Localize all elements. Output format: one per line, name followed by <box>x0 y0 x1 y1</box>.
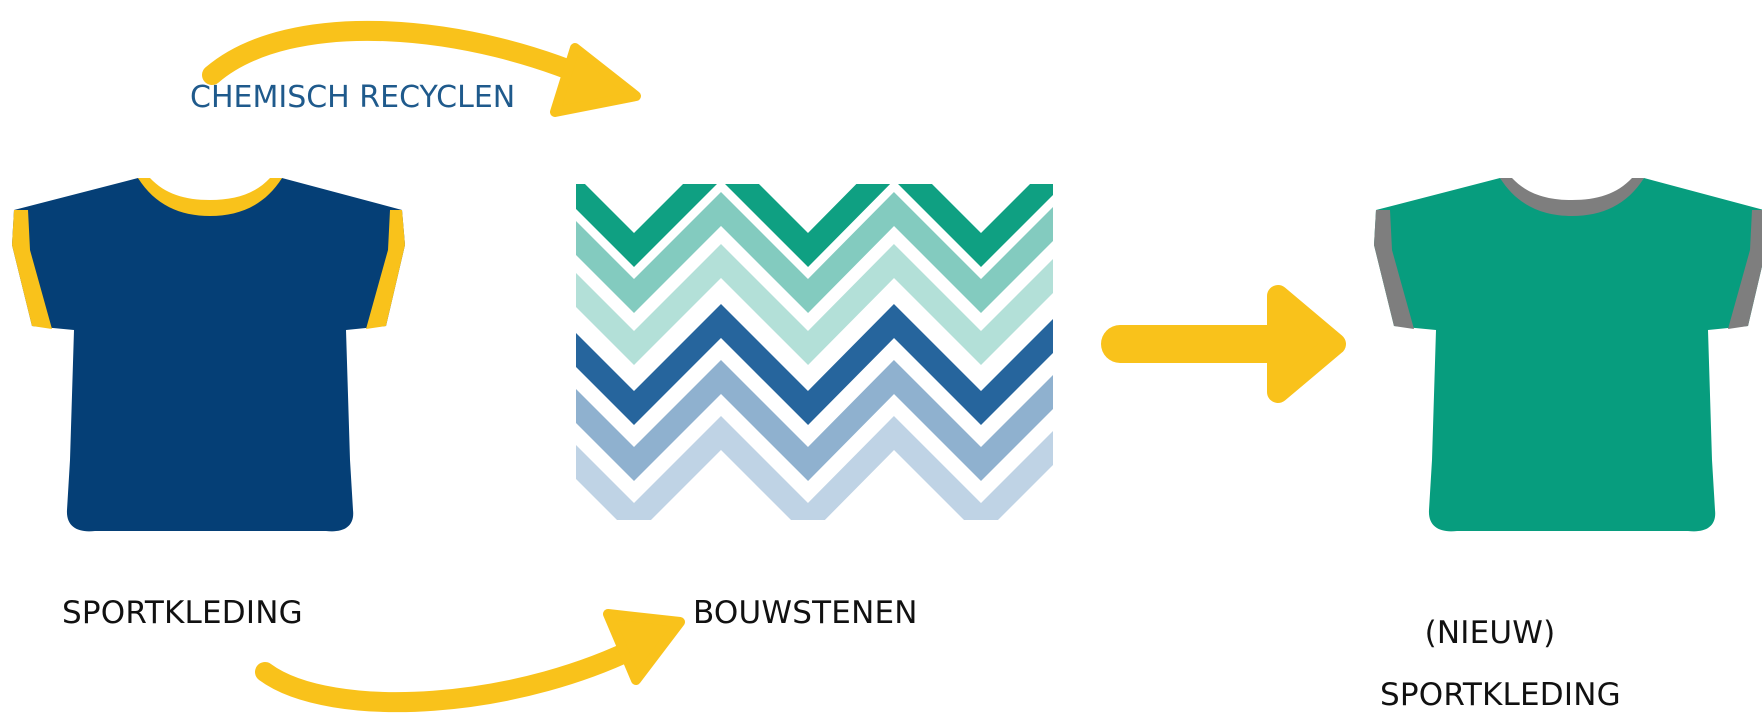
stage-label-sportswear: SPORTKLEDING <box>62 595 303 631</box>
straight-arrow <box>1101 285 1346 403</box>
bottom-curved-arrow <box>255 609 685 713</box>
stage-label-building-blocks: BOUWSTENEN <box>693 595 918 631</box>
process-label-chemical-recycling: CHEMISCH RECYCLEN <box>190 80 516 115</box>
stage-label-new-sportswear: (NIEUW) SPORTKLEDING <box>1380 602 1621 726</box>
chevron-pattern-icon <box>576 184 1053 520</box>
stage-label-new-line2: SPORTKLEDING <box>1380 677 1621 713</box>
tshirt-navy-icon <box>12 178 405 532</box>
top-curved-arrow <box>202 20 641 117</box>
stage-label-new-line1: (NIEUW) <box>1424 615 1556 651</box>
tshirt-green-icon <box>1374 178 1762 532</box>
